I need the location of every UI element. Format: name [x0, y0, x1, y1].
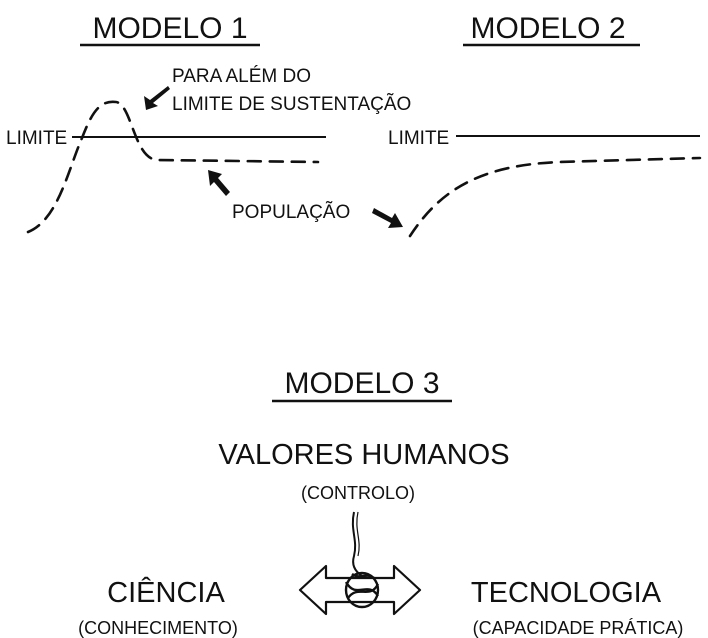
model1-title: MODELO 1	[92, 12, 247, 45]
human-values-label: VALORES HUMANOS	[218, 439, 509, 471]
model1-limit-label: LIMITE	[6, 128, 67, 149]
technology-sub: (CAPACIDADE PRÁTICA)	[473, 618, 684, 638]
model1-overshoot-label-1: PARA ALÉM DO	[172, 66, 311, 87]
model1-population-curve	[26, 100, 320, 234]
science-sub: (CONHECIMENTO)	[78, 618, 238, 638]
technology-label: TECNOLOGIA	[471, 577, 662, 609]
science-label: CIÊNCIA	[107, 576, 225, 609]
population-arrow-up-icon	[208, 170, 230, 196]
control-rope-icon	[351, 511, 363, 577]
knot-icon	[344, 571, 380, 609]
model2-population-curve	[408, 156, 702, 238]
model3-title: MODELO 3	[284, 367, 439, 400]
model2-title: MODELO 2	[470, 12, 625, 45]
overshoot-arrow-icon	[144, 86, 170, 110]
population-label: POPULAÇÃO	[232, 201, 350, 223]
model1-overshoot-label-2: LIMITE DE SUSTENTAÇÃO	[172, 93, 411, 115]
population-arrow-right-icon	[372, 208, 403, 228]
model2-limit-label: LIMITE	[388, 128, 449, 149]
human-values-sub: (CONTROLO)	[301, 483, 415, 503]
